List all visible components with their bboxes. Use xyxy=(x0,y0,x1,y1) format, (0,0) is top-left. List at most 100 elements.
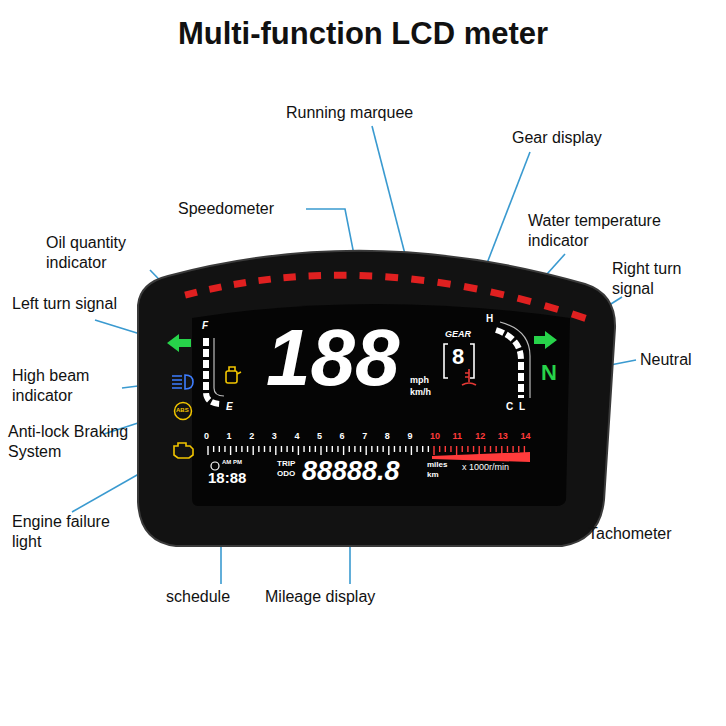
meter-readout: 0 xyxy=(204,432,209,441)
meter-readout: 18:88 xyxy=(208,470,246,485)
lcd-panel xyxy=(192,304,570,506)
marquee-dash xyxy=(411,279,424,280)
left-turn-arrow xyxy=(167,334,191,352)
tach-tick xyxy=(462,446,463,452)
tach-tick xyxy=(495,446,496,452)
oil-icon xyxy=(226,367,241,383)
meter-readout: km/h xyxy=(410,388,431,397)
meter-readout: 88888.8 xyxy=(302,458,400,485)
meter-readout: H xyxy=(486,314,493,324)
marquee-dash xyxy=(259,279,271,281)
tach-tick xyxy=(473,446,474,452)
marquee-dash xyxy=(283,277,295,278)
tach-tick xyxy=(507,446,508,452)
tach-tick xyxy=(258,446,259,452)
meter-readout: 3 xyxy=(272,432,277,441)
oil-gauge-rail xyxy=(214,338,224,396)
tach-tick xyxy=(337,446,338,452)
high-beam-icon xyxy=(172,375,193,389)
tach-tick xyxy=(467,446,468,452)
callout-label: Engine failure light xyxy=(12,512,134,552)
tach-tick xyxy=(490,446,491,452)
marquee-dash xyxy=(334,272,347,279)
meter-readout: x 1000r/min xyxy=(462,463,509,472)
tach-tick xyxy=(207,446,208,455)
marquee-dash xyxy=(309,272,321,280)
meter-readout: TRIP xyxy=(277,460,295,468)
meter-readout: C xyxy=(506,402,513,412)
marquee-dash xyxy=(464,287,477,289)
tach-tick xyxy=(360,446,361,452)
meter-readout: ABS xyxy=(176,407,189,413)
temp-icon xyxy=(462,369,476,385)
tach-tick xyxy=(298,446,299,455)
tach-tick xyxy=(518,446,519,452)
tach-tick xyxy=(456,446,457,455)
meter-readout: GEAR xyxy=(445,330,471,339)
meter-readout: 11 xyxy=(453,432,463,441)
marquee-dash xyxy=(185,292,197,295)
tach-tick xyxy=(512,446,513,452)
meter-readout: 8 xyxy=(385,432,390,441)
tach-tick xyxy=(303,446,304,452)
tach-tick xyxy=(320,446,321,455)
tach-tick xyxy=(230,446,231,455)
marquee-dash xyxy=(491,292,504,295)
meter-readout: 6 xyxy=(340,432,345,441)
meter-readout: 13 xyxy=(498,432,508,441)
tach-tick xyxy=(428,446,429,452)
callout-label: Gear display xyxy=(512,128,602,148)
callout-label: Oil quantity indicator xyxy=(46,233,171,273)
tach-tick xyxy=(422,446,423,452)
callout-label: Anti-lock Braking System xyxy=(8,422,130,462)
tach-tick xyxy=(416,446,417,452)
tach-tick xyxy=(309,446,310,452)
temp-gauge-bar xyxy=(496,330,521,398)
callout-label: High beam indicator xyxy=(12,366,124,406)
meter-readout: F xyxy=(202,321,208,331)
tach-tick xyxy=(445,446,446,452)
marquee-dash xyxy=(209,287,221,290)
meter-readout: 14 xyxy=(520,432,530,441)
marquee-dash xyxy=(518,298,531,301)
right-turn-arrow xyxy=(534,331,557,349)
meter-readout: AM PM xyxy=(222,459,242,465)
callout-label: schedule xyxy=(166,587,230,607)
title: Multi-function LCD meter xyxy=(0,16,726,52)
tach-tick xyxy=(484,446,485,452)
meter-readout: 12 xyxy=(475,432,485,441)
tach-tick xyxy=(224,446,225,452)
callout-label: Tachometer xyxy=(588,524,672,544)
meter-readout: 5 xyxy=(317,432,322,441)
meter-readout: 9 xyxy=(407,432,412,441)
tach-tick xyxy=(269,446,270,452)
tach-tick xyxy=(236,446,237,452)
tach-tick xyxy=(433,446,434,455)
engine-icon xyxy=(174,443,193,458)
callout-label: Right turn signal xyxy=(612,259,722,299)
meter-readout: miles xyxy=(427,461,447,469)
meter-readout: N xyxy=(541,362,557,384)
tach-tick xyxy=(343,446,344,455)
tach-tick xyxy=(315,446,316,452)
tach-tick xyxy=(377,446,378,452)
tach-tick xyxy=(332,446,333,452)
tach-tick xyxy=(366,446,367,455)
tach-tick xyxy=(292,446,293,452)
tach-tick xyxy=(405,446,406,452)
meter-readout: 188 xyxy=(266,318,399,398)
tach-tick xyxy=(264,446,265,452)
tach-tick xyxy=(388,446,389,455)
meter-readout: E xyxy=(226,402,233,412)
meter-readout: 7 xyxy=(362,432,367,441)
marquee-dash xyxy=(545,306,558,310)
callout-label: Speedometer xyxy=(178,199,274,219)
callout-label: Neutral xyxy=(640,350,692,370)
meter-readout: 2 xyxy=(249,432,254,441)
marquee-dash xyxy=(572,314,586,318)
temp-gauge-rail xyxy=(500,322,530,398)
tach-tick xyxy=(479,446,480,455)
meter-readout: 10 xyxy=(430,432,440,441)
meter-readout: 4 xyxy=(294,432,299,441)
